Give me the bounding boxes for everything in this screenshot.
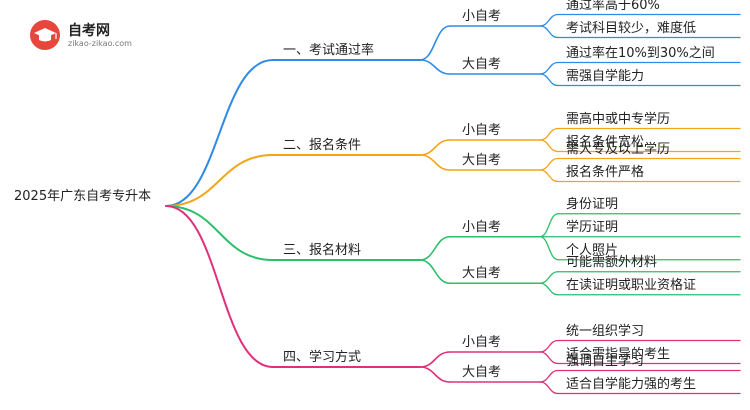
connector-branch-child	[419, 25, 451, 61]
connector-child-leaf	[539, 139, 559, 153]
connector-child-leaf	[539, 351, 559, 365]
connector-branch-child	[419, 139, 451, 156]
connector-child-leaf	[539, 236, 559, 261]
child-node: 大自考	[462, 365, 502, 380]
child-node: 大自考	[462, 57, 502, 72]
leaf-node: 强调自主学习	[566, 353, 645, 369]
connector-branch-child	[419, 59, 451, 75]
child-node: 小自考	[462, 123, 502, 138]
branch-node: 四、学习方式	[283, 350, 362, 365]
child-node: 大自考	[462, 153, 502, 168]
branch-node: 一、考试通过率	[283, 43, 375, 58]
connector-child-leaf	[539, 73, 559, 87]
connector-child-leaf	[539, 381, 559, 395]
logo-title: 自考网	[68, 23, 110, 39]
leaf-node: 需高中或中专学历	[566, 111, 671, 127]
graduation-cap-icon	[30, 20, 60, 50]
connector-child-leaf	[539, 339, 559, 353]
connector-branch-child	[419, 154, 451, 171]
connector-child-leaf	[539, 282, 559, 296]
child-node: 大自考	[462, 266, 502, 282]
leaf-node: 通过率高于60%	[566, 0, 660, 13]
connector-branch-child	[419, 259, 451, 285]
connector-branch-child	[419, 366, 451, 383]
branch-node: 二、报名条件	[283, 138, 362, 153]
root-node: 2025年广东自考专升本	[14, 189, 152, 204]
leaf-node: 可能需额外材料	[566, 254, 658, 270]
leaf-node: 报名条件严格	[566, 164, 645, 180]
leaf-node: 适合需指导的考生	[566, 346, 671, 362]
leaf-node: 学历证明	[566, 219, 619, 235]
leaf-node: 身份证明	[566, 196, 619, 212]
leaf-node: 需大专及以上学历	[566, 141, 671, 157]
site-logo[interactable]: 自考网 zikao-zikao.com	[30, 18, 160, 54]
connector-child-leaf	[539, 271, 559, 284]
connector-branch-child	[419, 235, 451, 261]
connector-root-branch	[165, 205, 274, 261]
connector-child-leaf	[539, 169, 559, 183]
connector-branch-child	[419, 351, 451, 368]
child-node: 小自考	[462, 9, 502, 24]
leaf-node: 适合自学能力强的考生	[566, 376, 697, 392]
child-node: 小自考	[462, 335, 502, 350]
leaf-node: 通过率在10%到30%之间	[566, 45, 715, 61]
connector-child-leaf	[539, 157, 559, 171]
leaf-node: 统一组织学习	[566, 323, 645, 339]
leaf-node: 报名条件宽松	[566, 134, 645, 150]
leaf-node: 需强自学能力	[566, 68, 645, 84]
connector-child-leaf	[539, 213, 559, 238]
connector-child-leaf	[539, 127, 559, 141]
connector-root-branch	[165, 154, 274, 207]
leaf-node: 个人照片	[566, 242, 619, 258]
connector-child-leaf	[539, 25, 559, 39]
connector-child-leaf	[539, 61, 559, 75]
child-node: 小自考	[462, 219, 502, 235]
branch-node: 三、报名材料	[283, 243, 362, 258]
connector-root-branch	[165, 205, 274, 368]
logo-url: zikao-zikao.com	[68, 39, 132, 48]
leaf-node: 考试科目较少，难度低	[566, 20, 697, 36]
connector-child-leaf	[539, 13, 559, 27]
leaf-node: 在读证明或职业资格证	[566, 277, 697, 293]
connector-root-branch	[165, 59, 274, 207]
connector-child-leaf	[539, 369, 559, 383]
